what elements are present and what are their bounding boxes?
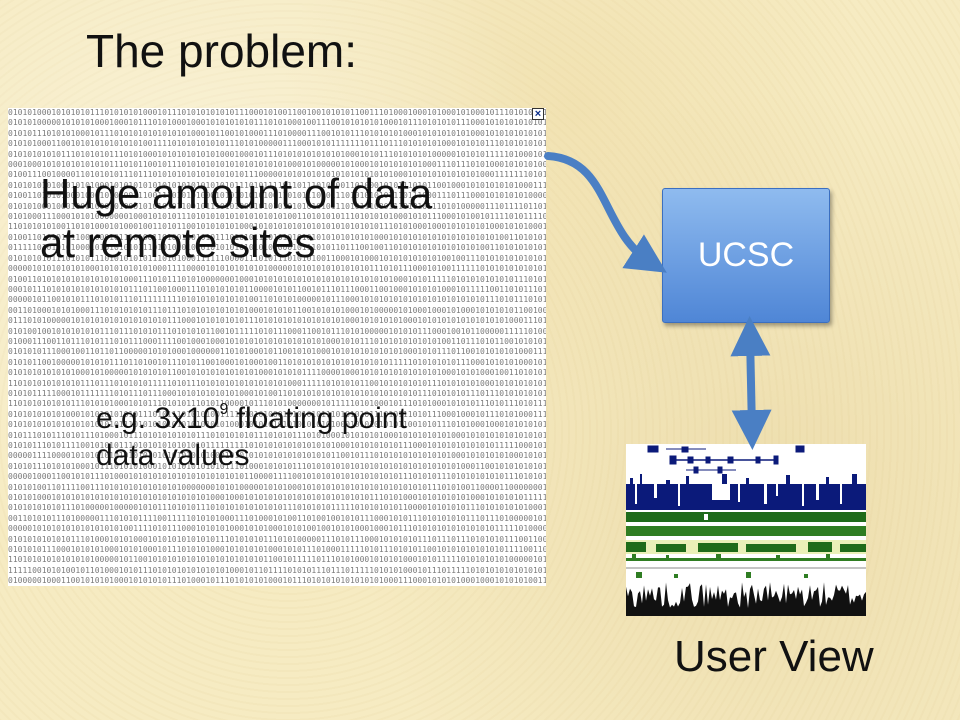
data-heading-line2: at remote sites (40, 218, 316, 266)
repeat-density-track (626, 582, 866, 616)
genome-browser-tracks (626, 445, 866, 616)
conservation-track-5 (636, 572, 808, 578)
example-line1: e.g. 3x109 floating point (96, 400, 536, 438)
slide-title: The problem: (86, 25, 358, 77)
ucsc-label: UCSC (697, 236, 795, 274)
data-heading-line1: Huge amount of data (40, 170, 433, 217)
example-line2: data values (96, 438, 250, 472)
conservation-track-2 (626, 526, 866, 536)
example-exponent: 9 (219, 401, 229, 418)
user-view-label: User View (674, 632, 874, 681)
close-icon[interactable]: × (532, 108, 544, 120)
conservation-track-1 (626, 512, 866, 522)
gene-annotation-track (647, 445, 805, 474)
ucsc-user-bidirectional-arrow (730, 316, 772, 450)
conservation-track-3 (626, 542, 866, 552)
example-suffix: floating point (228, 402, 407, 435)
genome-browser-view (626, 444, 866, 616)
binary-data-panel: 0101010001010101011101010101000101110101… (8, 108, 546, 586)
example-prefix: e.g. 3x10 (96, 402, 220, 435)
conservation-track-4 (626, 554, 866, 561)
data-heading: Huge amount of data at remote sites (40, 170, 520, 267)
coverage-track-navy (626, 474, 866, 510)
conservation-gap (704, 514, 708, 520)
data-to-ucsc-arrow (544, 152, 667, 273)
coverage-gaps (635, 484, 842, 506)
example-text: e.g. 3x109 floating point data values (96, 400, 536, 475)
binary-pattern: 0101010001010101011101010101000101110101… (8, 108, 546, 586)
